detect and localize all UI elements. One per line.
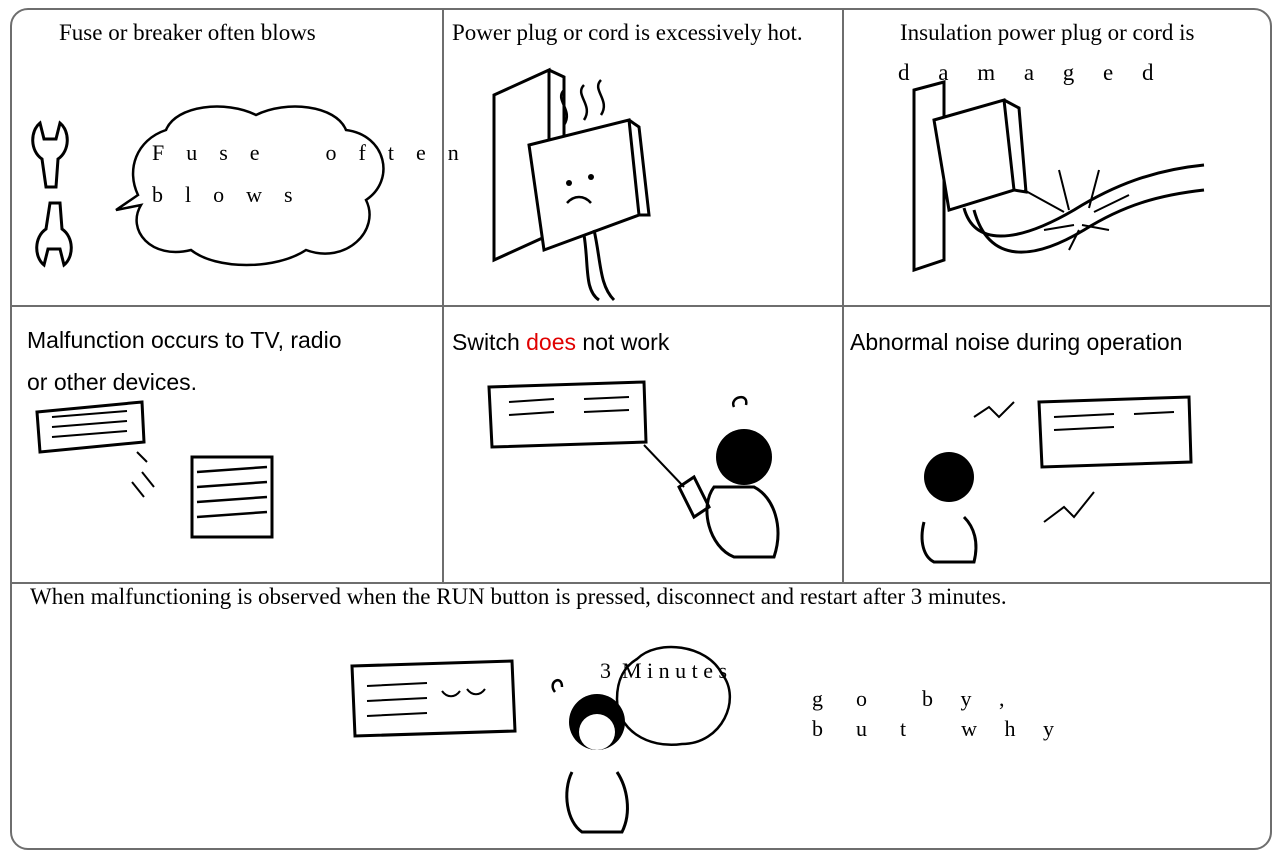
panel-title: Abnormal noise during operation <box>850 329 1183 355</box>
panel-switch-not-working: Switch does not work <box>444 307 842 582</box>
ac-remote-illustration <box>487 380 780 559</box>
panel-title: Fuse or breaker often blows <box>59 20 316 45</box>
grid-divider <box>11 305 1271 307</box>
bubble-text: F u s e o f t e n <box>152 140 459 165</box>
panel-title: Switch does not work <box>452 329 669 356</box>
grid-divider <box>11 582 1271 584</box>
bubble-text: b l o w s <box>152 182 293 207</box>
title-part: Switch <box>452 329 527 355</box>
panel-title: Insulation power plug or cord is <box>900 20 1195 45</box>
ac-and-tv-illustration <box>35 400 274 539</box>
panel-title: When malfunctioning is observed when the… <box>30 584 1007 609</box>
wrench-icon <box>31 120 73 268</box>
speech-bubble <box>615 645 732 747</box>
noise-illustration <box>920 395 1193 564</box>
grid-divider <box>842 9 844 583</box>
damaged-cord-illustration <box>912 80 1205 273</box>
panel-title: or other devices. <box>27 369 198 395</box>
ac-unit-illustration <box>350 659 517 738</box>
aside-text: g o b y , <box>812 686 1005 711</box>
hot-plug-illustration <box>492 67 651 302</box>
bubble-text: 3 M i n u t e s <box>600 658 728 683</box>
panel-title: Power plug or cord is excessively hot. <box>452 20 803 45</box>
panel-tv-malfunction: Malfunction occurs to TV, radio or other… <box>12 307 442 582</box>
grid-divider <box>442 9 444 583</box>
person-illustration <box>551 679 629 834</box>
speech-bubble <box>115 105 385 267</box>
panel-title: Malfunction occurs to TV, radio <box>27 327 342 353</box>
panel-abnormal-noise: Abnormal noise during operation <box>844 307 1272 582</box>
panel-fuse-blows: Fuse or breaker often blows F u s e o f … <box>12 10 459 305</box>
panel-title: d a m a g e d <box>898 60 1154 85</box>
title-part: not work <box>576 329 670 355</box>
aside-text: b u t w h y <box>812 716 1054 741</box>
panel-restart: When malfunctioning is observed when the… <box>12 584 1272 849</box>
title-highlight: does <box>526 329 577 355</box>
panel-insulation-damaged: Insulation power plug or cord is d a m a… <box>844 10 1272 305</box>
panel-plug-hot: Power plug or cord is excessively hot. <box>444 10 842 305</box>
